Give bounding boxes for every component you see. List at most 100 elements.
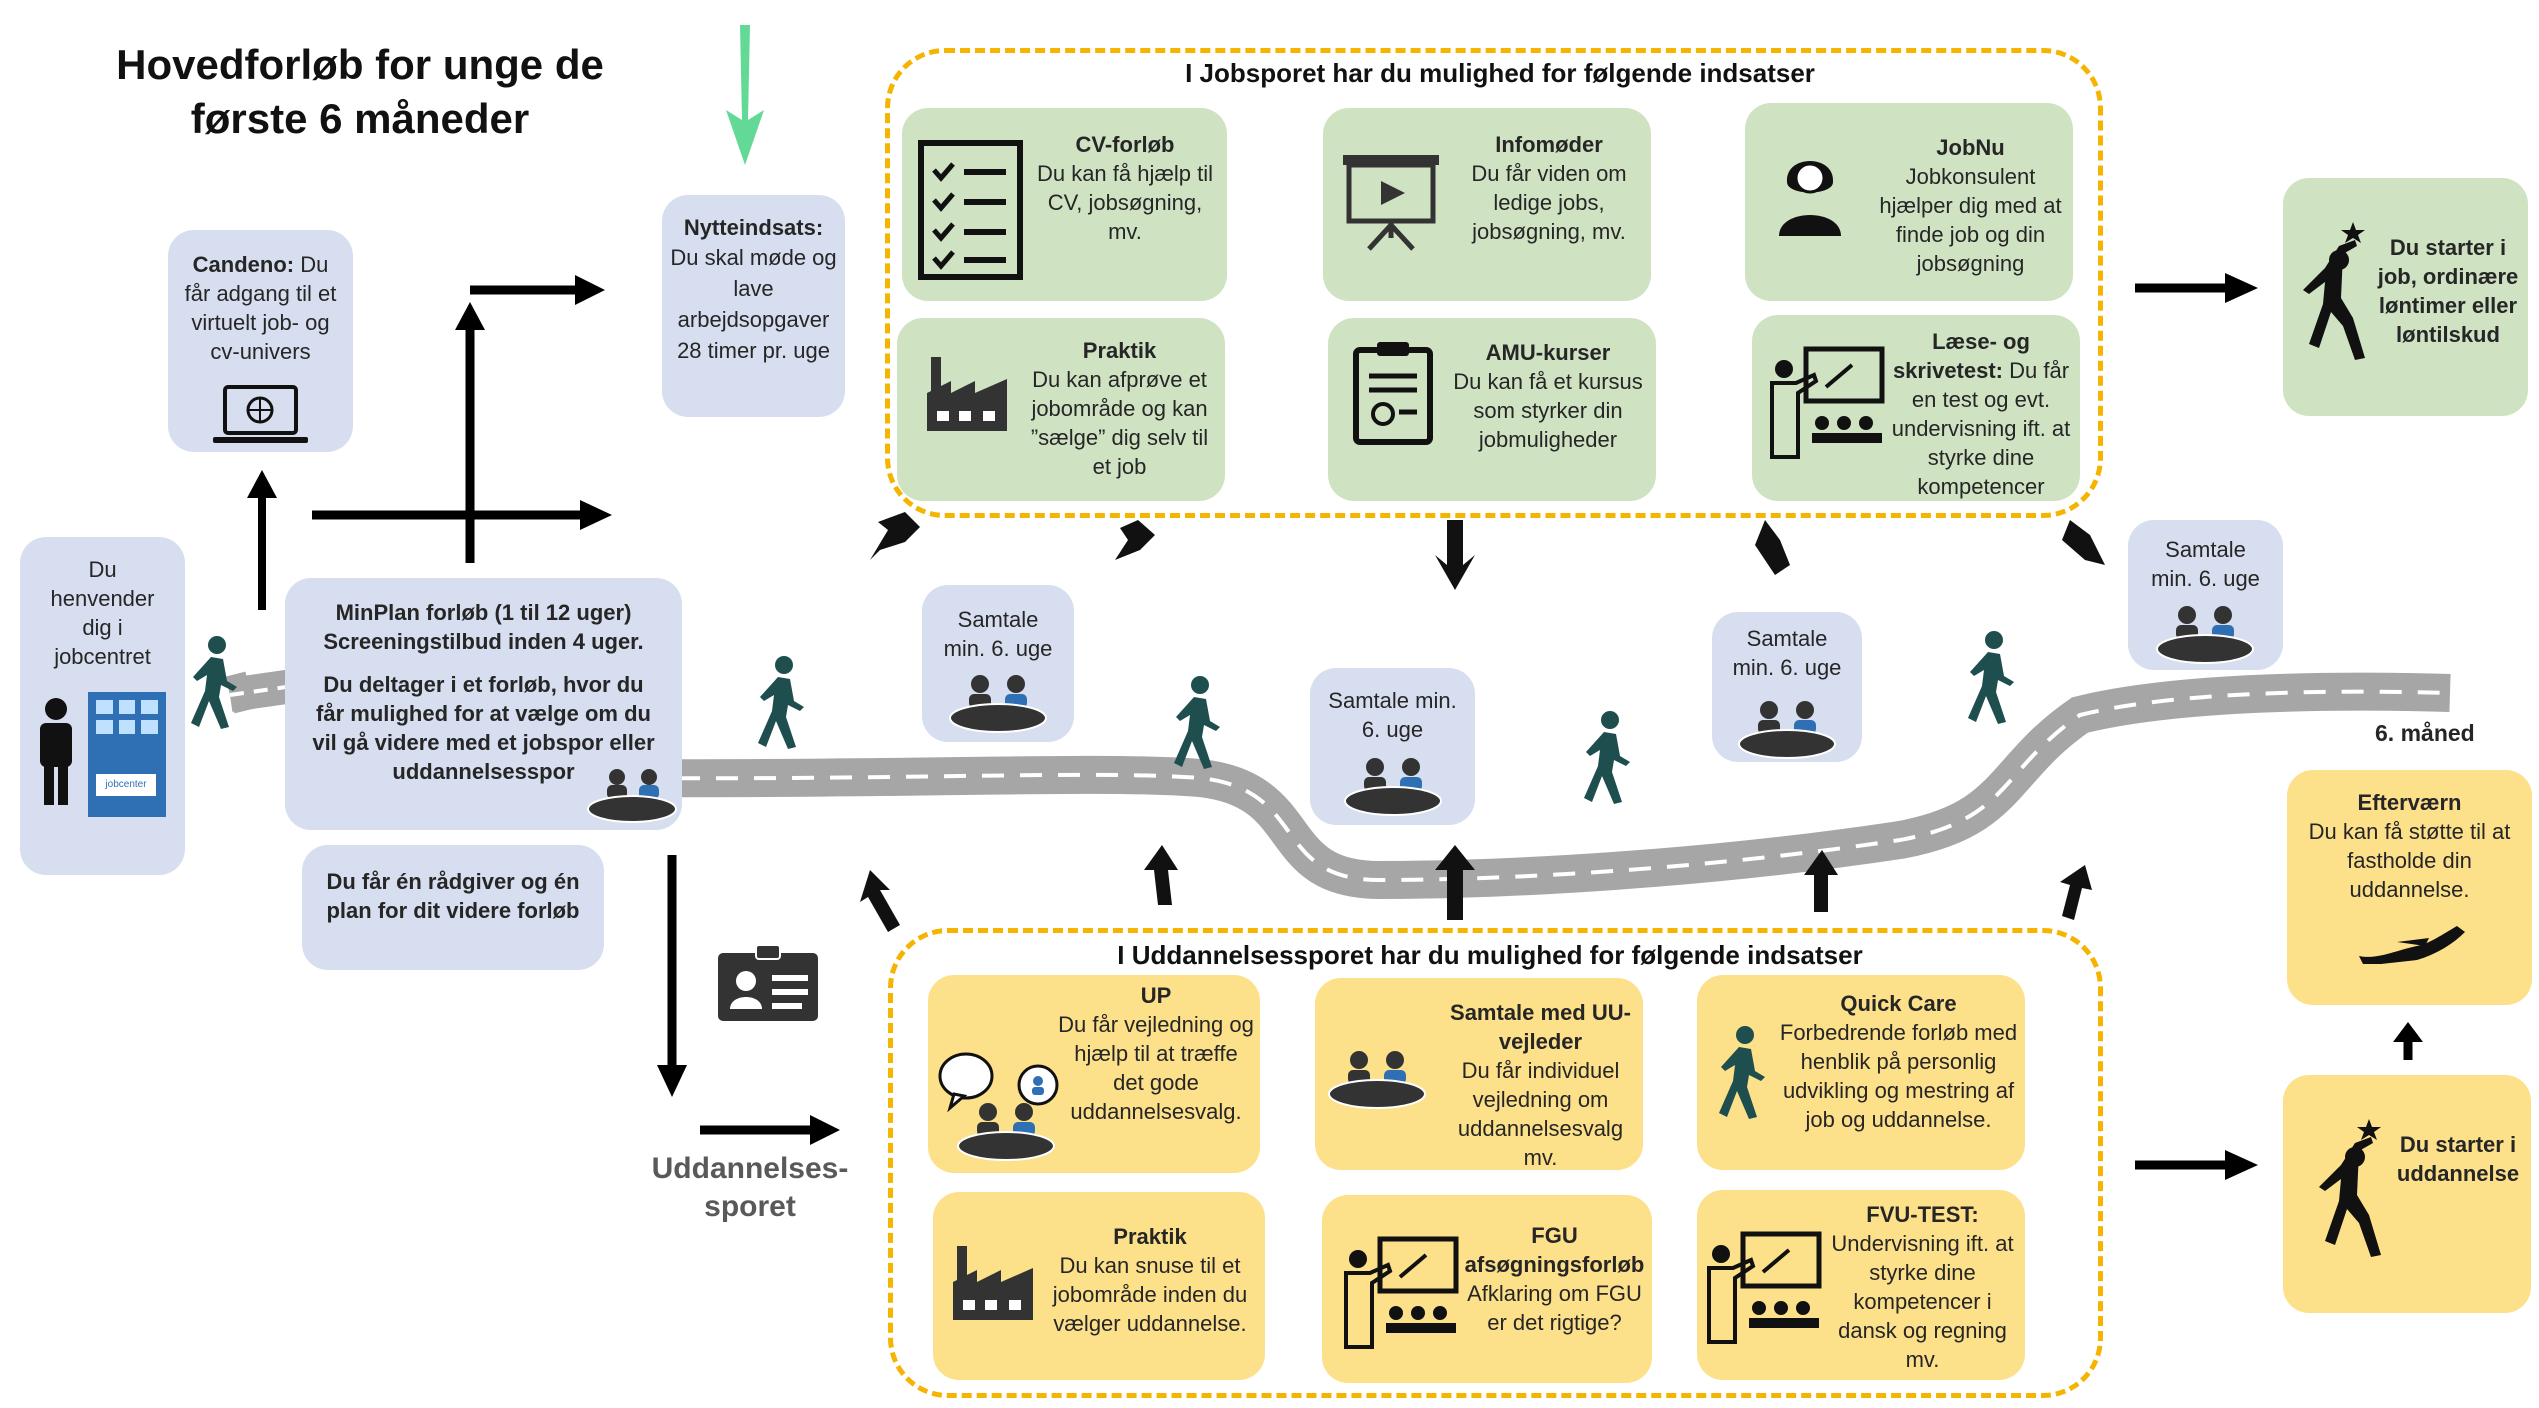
fgu-text: Afklaring om FGU er det rigtige? bbox=[1467, 1281, 1642, 1335]
person-icon bbox=[40, 698, 72, 805]
samtale-text-3: Samtale min. 6. uge bbox=[1732, 626, 1842, 680]
checklist-icon bbox=[918, 140, 1023, 280]
candeno-title: Candeno: bbox=[192, 252, 295, 277]
jobnu-box: JobNu Jobkonsulent hjælper dig med at fi… bbox=[1745, 103, 2073, 301]
fvu-text: Undervisning ift. at styrke dine kompete… bbox=[1831, 1231, 2014, 1372]
amu-text: Du kan få et kursus som styrker din jobm… bbox=[1453, 369, 1643, 452]
speech-bubble-icon bbox=[938, 1052, 994, 1113]
consultant-icon bbox=[1779, 161, 1841, 236]
teacher-icon bbox=[1344, 1236, 1459, 1349]
fgu-box: FGU afsøgningsforløb Afklaring om FGU er… bbox=[1322, 1195, 1652, 1383]
praktik-udd-box: Praktik Du kan snuse til et jobområde in… bbox=[933, 1192, 1265, 1380]
teacher-icon bbox=[1707, 1231, 1822, 1344]
efter-text: Du kan få støtte til at fastholde din ud… bbox=[2308, 819, 2511, 902]
samtale-text-4: Samtale min. 6. uge bbox=[2151, 537, 2260, 591]
start-box: Du henvender dig i jobcentret jobcenter bbox=[20, 537, 185, 875]
uuv-title: Samtale med UU-vejleder bbox=[1450, 1000, 1631, 1054]
main-title: Hovedforløb for unge de første 6 måneder bbox=[116, 41, 604, 142]
meeting-icon bbox=[949, 675, 1047, 733]
jobcenter-sign: jobcenter bbox=[96, 774, 156, 796]
laptop-globe-icon bbox=[213, 385, 308, 443]
amu-title: AMU-kurser bbox=[1485, 340, 1611, 365]
walker-icon bbox=[1968, 631, 2014, 724]
meeting-icon bbox=[1344, 758, 1442, 816]
walker-icon bbox=[1584, 711, 1630, 804]
cv-text: Du kan få hjælp til CV, jobsøgning, mv. bbox=[1036, 161, 1214, 244]
nytte-box: Nytteindsats: Du skal møde og lave arbej… bbox=[662, 195, 845, 417]
nytte-title: Nytteindsats: bbox=[683, 215, 824, 240]
factory-icon bbox=[953, 1246, 1033, 1320]
raadgiver-text: Du får én rådgiver og én plan for dit vi… bbox=[326, 869, 580, 923]
walker-icon bbox=[1174, 676, 1220, 769]
uuv-text: Du får individuel vejledning om uddannel… bbox=[1457, 1058, 1624, 1170]
maaned-label: 6. måned bbox=[2375, 720, 2475, 746]
fvu-box: FVU-TEST: Undervisning ift. at styrke di… bbox=[1697, 1190, 2025, 1380]
efter-title: Efterværn bbox=[2357, 790, 2462, 815]
praktik-job-text: Du kan afprøve et jobområde og kan ”sælg… bbox=[1030, 367, 1209, 479]
teacher-icon bbox=[1770, 346, 1885, 459]
uddannelsesspor-label: Uddannelses-sporet bbox=[651, 1152, 849, 1223]
laese-box: Læse- og skrivetest: Du får en test og e… bbox=[1752, 315, 2080, 501]
cv-box: CV-forløb Du kan få hjælp til CV, jobsøg… bbox=[902, 108, 1227, 301]
start-text: Du henvender dig i jobcentret bbox=[50, 557, 155, 669]
info-text: Du får viden om ledige jobs, jobsøgning,… bbox=[1471, 161, 1627, 244]
id-card-icon bbox=[718, 944, 818, 1021]
walker-icon bbox=[1719, 1026, 1765, 1119]
minplan-box: MinPlan forløb (1 til 12 uger) Screening… bbox=[285, 578, 682, 830]
praktik-udd-text: Du kan snuse til et jobområde inden du v… bbox=[1052, 1253, 1248, 1336]
job-result-box: Du starter i job, ordinære løntimer elle… bbox=[2283, 178, 2528, 416]
walker-icon bbox=[191, 636, 237, 729]
walker-icon bbox=[758, 656, 804, 749]
cv-title: CV-forløb bbox=[1075, 132, 1175, 157]
presentation-icon bbox=[1343, 155, 1439, 251]
laese-text: Læse- og skrivetest: Du får en test og e… bbox=[1887, 327, 2075, 501]
meeting-icon bbox=[587, 769, 677, 823]
meeting-icon bbox=[2156, 606, 2254, 664]
samtale-text-1: Samtale min. 6. uge bbox=[943, 607, 1053, 661]
fvu-title: FVU-TEST: bbox=[1866, 1202, 1979, 1227]
fgu-title: FGU afsøgningsforløb bbox=[1464, 1223, 1645, 1277]
meeting-icon bbox=[1328, 1051, 1426, 1109]
laese-title: Læse- og skrivetest: bbox=[1892, 329, 2030, 383]
praktik-job-title: Praktik bbox=[1082, 338, 1157, 363]
nytte-text: Du skal møde og lave arbejdsopgaver 28 t… bbox=[670, 245, 837, 363]
celebrate-icon bbox=[2319, 1119, 2381, 1257]
certificate-icon bbox=[1353, 342, 1433, 445]
uddannelse-frame bbox=[888, 928, 2103, 1398]
minplan-text: Du deltager i et forløb, hvor du får mul… bbox=[312, 672, 655, 784]
minplan-title: MinPlan forløb (1 til 12 uger) Screening… bbox=[323, 600, 644, 654]
meeting-icon bbox=[957, 1103, 1055, 1161]
celebrate-icon bbox=[2303, 222, 2365, 360]
supporting-hand-icon bbox=[2359, 926, 2465, 964]
candeno-text: Candeno: Du får adgang til et virtuelt j… bbox=[182, 250, 339, 366]
info-box: Infomøder Du får viden om ledige jobs, j… bbox=[1323, 108, 1651, 301]
meeting-icon bbox=[1738, 701, 1836, 759]
samtale-text-2: Samtale min. 6. uge bbox=[1328, 688, 1457, 742]
udd-result-box: Du starter i uddannelse bbox=[2283, 1075, 2531, 1313]
uuv-box: Samtale med UU-vejleder Du får individue… bbox=[1315, 978, 1643, 1170]
candeno-box: Candeno: Du får adgang til et virtuelt j… bbox=[168, 230, 353, 452]
jobspor-frame bbox=[885, 48, 2103, 518]
uddannelse-title: I Uddannelsessporet har du mulighed for … bbox=[1117, 940, 1863, 970]
efter-box: Efterværn Du kan få støtte til at fastho… bbox=[2287, 770, 2532, 1005]
quick-box: Quick Care Forbedrende forløb med henbli… bbox=[1697, 975, 2025, 1170]
quick-title: Quick Care bbox=[1840, 991, 1957, 1016]
jobspor-title: I Jobsporet har du mulighed for følgende… bbox=[1185, 58, 1815, 88]
raadgiver-box: Du får én rådgiver og én plan for dit vi… bbox=[302, 845, 604, 970]
jobnu-title: JobNu bbox=[1936, 135, 2005, 160]
quick-text: Forbedrende forløb med henblik på person… bbox=[1779, 1020, 2018, 1132]
info-title: Infomøder bbox=[1495, 132, 1603, 157]
up-title: UP bbox=[1140, 983, 1172, 1008]
job-result-text: Du starter i job, ordinære løntimer elle… bbox=[2377, 235, 2519, 347]
praktik-udd-title: Praktik bbox=[1113, 1224, 1187, 1249]
praktik-job-box: Praktik Du kan afprøve et jobområde og k… bbox=[897, 318, 1225, 501]
up-text: Du får vejledning og hjælp til at træffe… bbox=[1058, 1012, 1254, 1124]
laese-body: Du får en test og evt. undervisning ift.… bbox=[1891, 358, 2071, 499]
jobnu-text: Jobkonsulent hjælper dig med at finde jo… bbox=[1879, 164, 2062, 276]
guidance-icon bbox=[1017, 1064, 1059, 1106]
udd-result-text: Du starter i uddannelse bbox=[2396, 1132, 2520, 1186]
